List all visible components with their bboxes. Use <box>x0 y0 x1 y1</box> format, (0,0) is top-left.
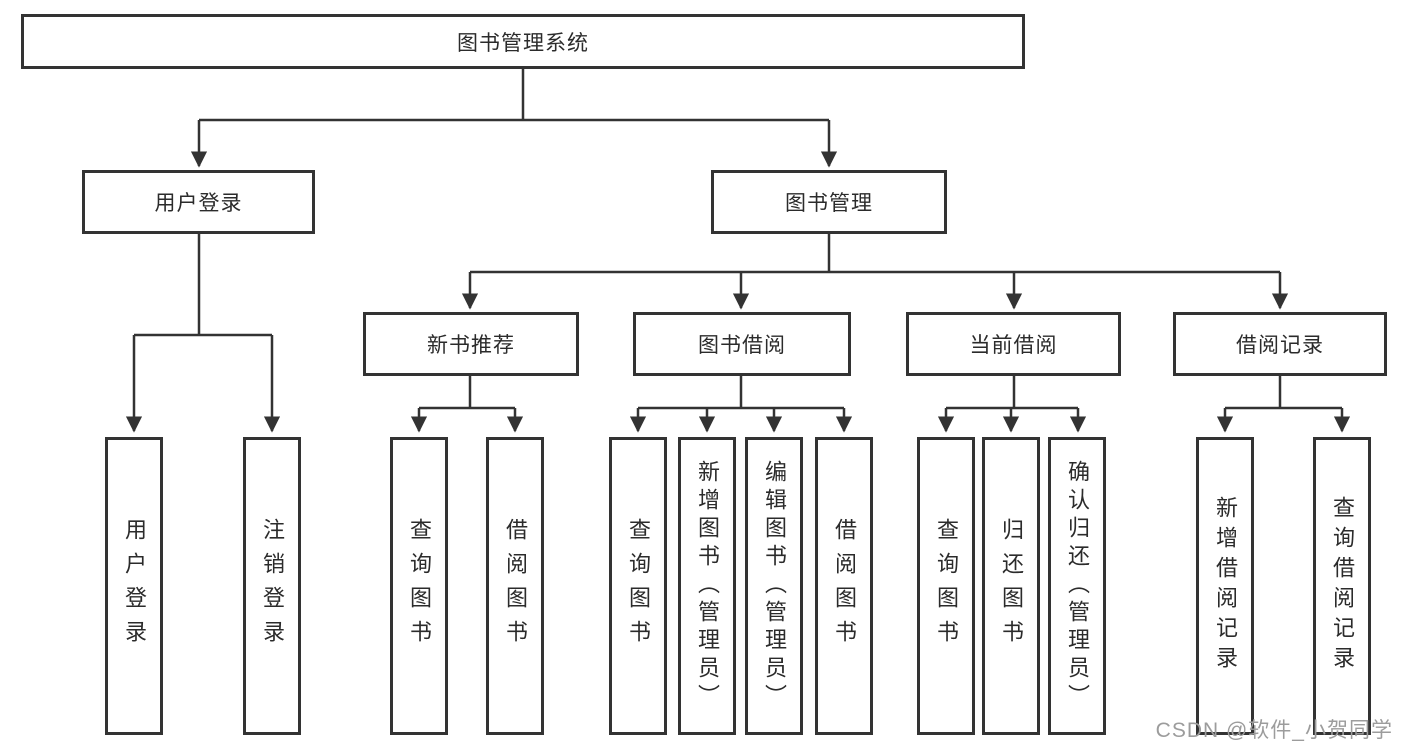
leaf-logout: 注销登录 <box>243 437 301 735</box>
leaf-add-books-admin: 新增图书（管理员） <box>678 437 736 735</box>
leaf-borrow-books: 借阅图书 <box>815 437 873 735</box>
node-current-borrow: 当前借阅 <box>906 312 1121 376</box>
leaf-user-login: 用户登录 <box>105 437 163 735</box>
leaf-edit-books-admin: 编辑图书（管理员） <box>745 437 803 735</box>
node-root-library-system: 图书管理系统 <box>21 14 1025 69</box>
leaf-query-borrow-record: 查询借阅记录 <box>1313 437 1371 735</box>
node-book-management: 图书管理 <box>711 170 947 234</box>
node-new-book-recommend: 新书推荐 <box>363 312 579 376</box>
leaf-query-books-borrow: 查询图书 <box>609 437 667 735</box>
leaf-borrow-books-recommend: 借阅图书 <box>486 437 544 735</box>
leaf-confirm-return-admin: 确认归还（管理员） <box>1048 437 1106 735</box>
leaf-add-borrow-record: 新增借阅记录 <box>1196 437 1254 735</box>
node-borrow-records: 借阅记录 <box>1173 312 1387 376</box>
leaf-query-books-current: 查询图书 <box>917 437 975 735</box>
leaf-query-books-recommend: 查询图书 <box>390 437 448 735</box>
node-book-borrow: 图书借阅 <box>633 312 851 376</box>
leaf-return-books: 归还图书 <box>982 437 1040 735</box>
csdn-watermark: CSDN @软件_小贺同学 <box>1155 719 1393 742</box>
node-user-login: 用户登录 <box>82 170 315 234</box>
